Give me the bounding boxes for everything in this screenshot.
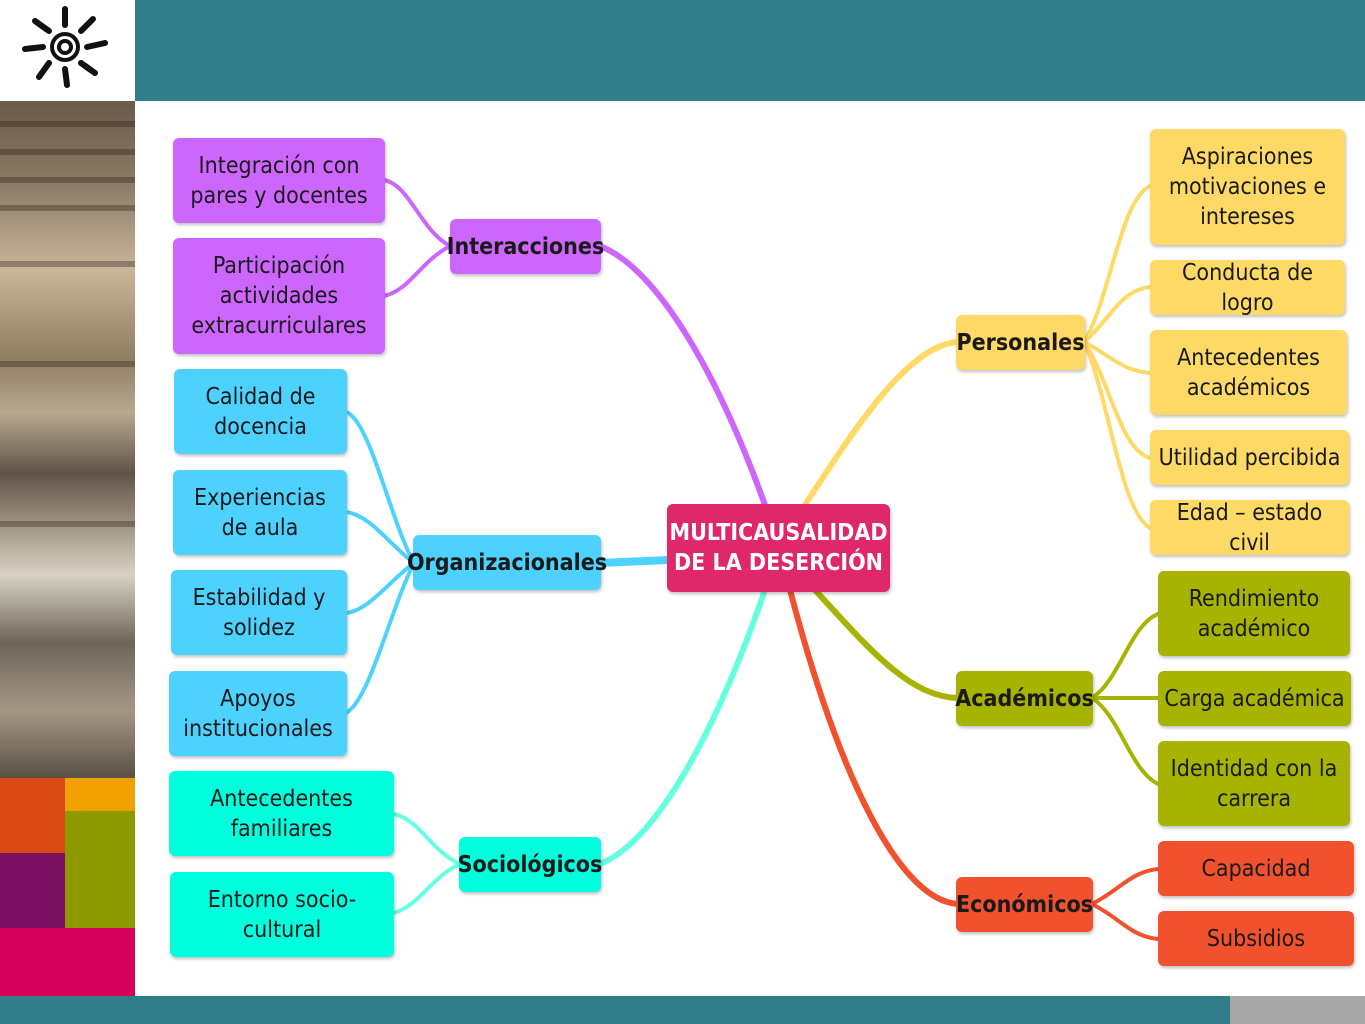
leaf-label: Entorno socio-cultural xyxy=(207,886,357,943)
connector-interacciones-1 xyxy=(382,178,452,248)
leaf-label: Calidad de docencia xyxy=(205,383,316,440)
branch-label: Académicos xyxy=(955,685,1094,712)
branch-personales: Personales xyxy=(956,315,1085,370)
leaf-sociologicos: Entorno socio-cultural xyxy=(170,872,394,957)
connector-econ-2 xyxy=(1090,902,1160,941)
color-block-purple xyxy=(0,853,65,928)
leaf-label: Apoyos institucionales xyxy=(183,685,333,742)
leaf-label: Antecedentes académicos xyxy=(1177,344,1320,401)
leaf-label: Aspiraciones motivaciones e intereses xyxy=(1168,144,1327,230)
connector-pers-4 xyxy=(1082,340,1152,460)
connector-interacciones-2 xyxy=(382,244,452,298)
connector-personales xyxy=(802,339,961,508)
connector-interacciones xyxy=(597,243,768,508)
leaf-label: Experiencias de aula xyxy=(194,484,326,541)
leaf-academicos: Carga académica xyxy=(1158,671,1351,726)
branch-label: Organizacionales xyxy=(406,549,608,576)
leaf-personales: Conducta de logro xyxy=(1150,259,1345,316)
leaf-organizacionales: Estabilidad y solidez xyxy=(171,570,347,655)
connector-pers-2 xyxy=(1082,285,1152,344)
color-block-amber xyxy=(65,778,135,811)
leaf-interacciones: Participación actividades extracurricula… xyxy=(173,238,385,354)
footer-bar xyxy=(0,996,1230,1024)
leaf-label: Capacidad xyxy=(1201,855,1311,882)
connector-econ-1 xyxy=(1090,867,1160,906)
connector-pers-5 xyxy=(1082,340,1152,530)
leaf-label: Conducta de logro xyxy=(1181,259,1314,316)
leaf-label: Rendimiento académico xyxy=(1188,585,1320,642)
center-node: MULTICAUSALIDAD DE LA DESERCIÓN xyxy=(667,504,890,592)
leaf-organizacionales: Calidad de docencia xyxy=(174,369,347,454)
sun-logo-icon xyxy=(22,6,108,88)
branch-academicos: Académicos xyxy=(955,671,1094,726)
leaf-organizacionales: Apoyos institucionales xyxy=(169,671,347,756)
leaf-personales: Aspiraciones motivaciones e intereses xyxy=(1150,129,1345,245)
classroom-photo xyxy=(0,101,135,778)
leaf-academicos: Rendimiento académico xyxy=(1158,571,1350,656)
color-block-magenta xyxy=(0,928,135,996)
branch-label: Sociológicos xyxy=(457,851,603,878)
header-bar xyxy=(135,0,1365,101)
leaf-label: Antecedentes familiares xyxy=(210,785,353,842)
leaf-label: Utilidad percibida xyxy=(1158,444,1341,471)
leaf-organizacionales: Experiencias de aula xyxy=(173,470,347,555)
footer-gray-block xyxy=(1230,996,1365,1024)
connector-sociologicos xyxy=(597,587,768,867)
branch-organizacionales: Organizacionales xyxy=(407,535,607,590)
leaf-label: Subsidios xyxy=(1206,925,1306,952)
color-block-orange xyxy=(0,778,65,853)
leaf-sociologicos: Antecedentes familiares xyxy=(169,771,394,856)
connector-acad-1 xyxy=(1090,612,1160,700)
connector-organizacionales xyxy=(596,556,672,567)
branch-label: Económicos xyxy=(955,891,1094,918)
connector-academicos xyxy=(812,587,961,701)
leaf-label: Edad – estado civil xyxy=(1176,499,1323,556)
leaf-personales: Edad – estado civil xyxy=(1150,499,1349,556)
leaf-label: Identidad con la carrera xyxy=(1170,755,1338,812)
leaf-label: Carga académica xyxy=(1164,685,1345,712)
connector-pers-3 xyxy=(1082,340,1152,375)
connector-socio-1 xyxy=(392,812,462,866)
leaf-label: Participación actividades extracurricula… xyxy=(191,253,367,339)
branch-economicos: Económicos xyxy=(956,877,1093,932)
branch-label: Personales xyxy=(956,329,1085,356)
connector-socio-2 xyxy=(392,862,462,915)
connector-acad-3 xyxy=(1090,696,1160,786)
branch-label: Interacciones xyxy=(446,233,605,260)
leaf-label: Integración con pares y docentes xyxy=(190,152,368,209)
branch-sociologicos: Sociológicos xyxy=(457,837,603,892)
leaf-economicos: Capacidad xyxy=(1158,841,1354,896)
leaf-academicos: Identidad con la carrera xyxy=(1158,741,1350,826)
sun-logo xyxy=(0,0,135,101)
leaf-personales: Utilidad percibida xyxy=(1150,430,1349,485)
color-block-olive xyxy=(65,811,135,928)
connector-economicos xyxy=(787,587,961,907)
branch-interacciones: Interacciones xyxy=(446,219,605,274)
connector-org-1 xyxy=(344,410,416,565)
connector-org-4 xyxy=(344,561,416,715)
connector-org-3 xyxy=(344,561,416,615)
leaf-personales: Antecedentes académicos xyxy=(1150,330,1347,415)
leaf-label: Estabilidad y solidez xyxy=(192,584,326,641)
leaf-economicos: Subsidios xyxy=(1158,911,1354,966)
center-label: MULTICAUSALIDAD DE LA DESERCIÓN xyxy=(669,520,888,576)
connector-org-2 xyxy=(344,510,416,565)
connector-pers-1 xyxy=(1082,184,1152,344)
leaf-interacciones: Integración con pares y docentes xyxy=(173,138,385,223)
